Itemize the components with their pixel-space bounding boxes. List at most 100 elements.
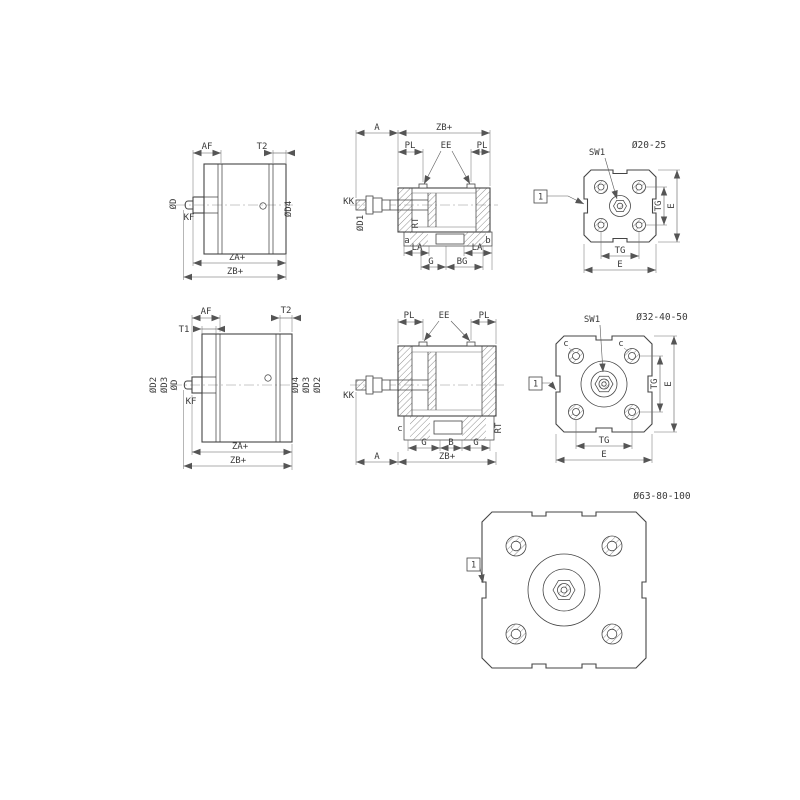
port-hole [259,202,267,210]
rod-spacer [381,199,391,211]
dim-label-od2: ØD2 [148,377,159,393]
cushion-slot [435,233,465,245]
dim-label-af: AF [202,142,213,152]
dim-label-rt: RT [494,422,504,433]
view-section-32-50: KK c RT PL PL EE G B G A ZB+ [343,311,505,466]
dim-label-od: ØD [169,380,180,391]
dim-label-tg-bottom: TG [599,436,610,446]
dim-label-tg-right: TG [650,379,660,390]
dim-label-tg-bottom: TG [615,246,626,256]
piston-rod [184,200,193,210]
dim-label-la-right: LA [472,243,483,253]
mounting-plate [403,415,495,441]
size-range-label: Ø20-25 [632,140,666,151]
view-side-20-25: AF T2 ØD KF ØD4 ZA+ ZB+ [168,142,295,281]
chamfer-ref-c: c [397,424,402,434]
chamfer-ref-c-left: c [563,339,568,349]
dim-label-kf: KF [184,213,195,223]
mounting-plate [403,231,493,247]
dim-label-zb: ZB+ [227,267,244,277]
callout-1-label: 1 [471,561,476,571]
dim-label-od2-right: ØD2 [312,377,323,393]
dim-label-e-bottom: E [617,260,622,270]
air-port [418,341,428,347]
dim-label-g: G [428,257,433,267]
hex-socket [594,375,614,393]
face-profile [555,335,653,433]
dim-label-pl-right: PL [477,141,488,151]
dim-label-od4: ØD4 [290,377,301,393]
dim-label-sw1: SW1 [589,148,605,158]
rod-nut [372,197,383,213]
view-face-20-25: Ø20-25 SW1 1 TG E TG E [533,140,681,274]
dim-label-zb: ZB+ [439,452,456,462]
dim-label-od1: ØD1 [355,215,366,231]
view-face-32-50: Ø32-40-50 c c SW1 1 TG E TG E [528,312,688,464]
dim-label-b: B [448,438,453,448]
dim-label-zb: ZB+ [230,456,247,466]
hex-socket [552,580,576,600]
dim-label-a: A [374,452,380,462]
callout-1-label: 1 [538,193,543,203]
dim-label-kk: KK [343,197,354,207]
rod-thread [355,199,367,211]
callout-1-box [466,557,481,572]
dim-label-od3: ØD3 [159,377,170,393]
rod-thread [355,379,367,391]
chamfer-ref-c-right: c [618,339,623,349]
rod-boss [192,196,205,214]
dim-label-a: A [374,123,380,133]
dim-label-od: ØD [168,199,179,210]
dim-label-af: AF [201,307,212,317]
dim-label-za: ZA+ [232,442,249,452]
dim-label-tg-right: TG [654,201,664,212]
callout-1-label: 1 [533,380,538,390]
face-profile [481,511,647,669]
view-side-32-50: AF T2 T1 ØD2 ØD3 ØD KF ØD4 ØD3 ØD2 ZA+ Z… [148,306,323,470]
dim-label-rt: RT [411,217,421,228]
size-range-label: Ø32-40-50 [636,312,688,323]
rod-spacer [381,379,391,391]
port-ref-b: b [485,236,490,246]
cushion-slot [433,420,463,435]
port-ref-a: a [404,236,409,246]
dim-label-e-right: E [664,381,674,386]
dim-label-bg: BG [457,257,468,267]
rod-boss [191,376,203,394]
air-port [466,341,476,347]
dim-label-t2: T2 [281,306,292,316]
face-profile [583,169,657,243]
callout-1-box [533,189,548,204]
dim-label-t1: T1 [179,325,190,335]
rod-nut [372,377,383,393]
view-section-20-25: KK ØD1 RT a b A ZB+ PL PL EE LA LA G [343,123,498,271]
dim-label-e-bottom: E [601,450,606,460]
dim-label-kk: KK [343,391,354,401]
size-range-label: Ø63-80-100 [633,491,690,502]
dim-label-pl-left: PL [404,311,415,321]
rod-collar [365,195,374,215]
piston-rod [183,380,192,390]
dim-label-la-left: LA [412,243,423,253]
dim-label-ee: EE [441,141,452,151]
dim-label-t2: T2 [257,142,268,152]
air-port [466,183,476,189]
dim-label-pl-left: PL [405,141,416,151]
rod-collar [365,375,374,395]
dim-label-sw1: SW1 [584,315,600,325]
hex-socket [613,199,627,213]
air-port [418,183,428,189]
callout-1-box [528,376,543,391]
dim-label-od4: ØD4 [283,201,294,217]
dim-label-kf: KF [186,397,197,407]
dim-label-e-right: E [667,203,677,208]
dim-label-za: ZA+ [229,253,246,263]
dim-label-g-right: G [473,438,478,448]
port-hole [264,374,272,382]
dim-label-od3-right: ØD3 [301,377,312,393]
dim-label-zb: ZB+ [436,123,453,133]
dim-label-pl-right: PL [479,311,490,321]
dim-label-ee: EE [439,311,450,321]
